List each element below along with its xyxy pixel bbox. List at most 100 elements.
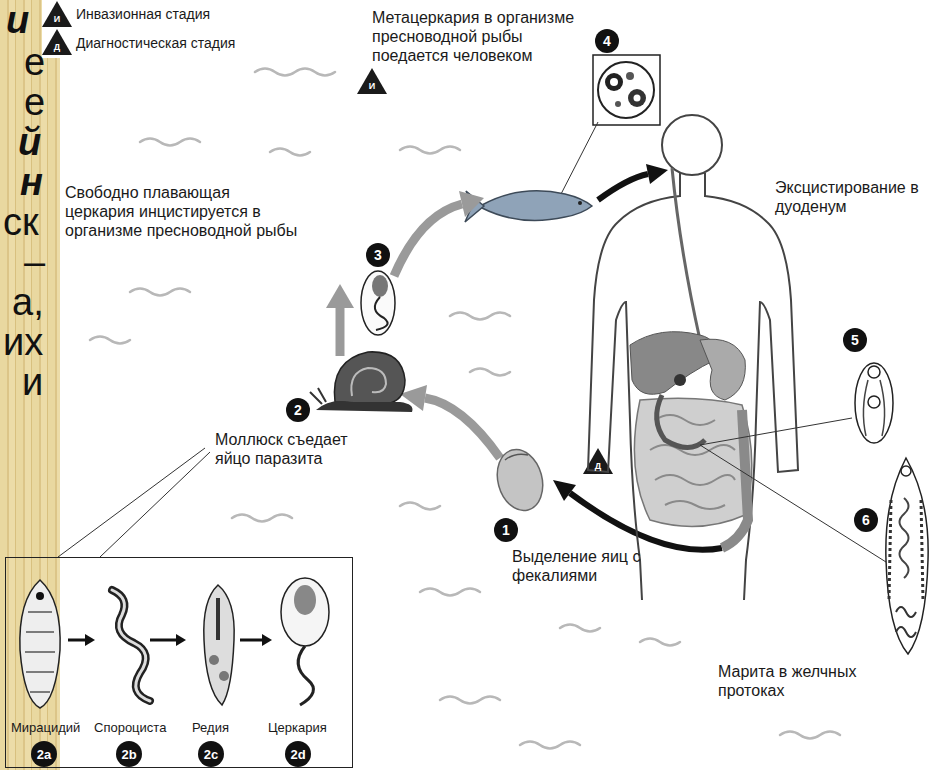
callout-number: 2b: [121, 748, 136, 761]
fluke-uterus: [900, 498, 909, 578]
label-holder: и: [6, 0, 29, 40]
stage-number-circle: 2a: [31, 741, 57, 767]
slide-text-fragment: й: [18, 121, 41, 163]
esophagus: [672, 168, 700, 340]
circle-fill: [366, 243, 390, 267]
stage-caption: Выделение яиц с фекалиями: [512, 548, 640, 584]
legend-text: Диагностическая стадия: [76, 35, 235, 51]
stage-name: Церкария: [268, 720, 327, 736]
cercaria-body: [372, 275, 388, 297]
fluke-vitellaria: [889, 500, 923, 600]
label-holder: Эксцистирование в дуоденум: [775, 178, 920, 216]
redia-gut: [216, 598, 220, 640]
snail-shell: [334, 352, 405, 404]
cyst-part: [610, 78, 618, 86]
legend-entry: Диагностическая стадия: [76, 34, 235, 52]
stage-number-circle: 2b: [116, 741, 142, 767]
wave: [470, 369, 510, 376]
label-holder: Д: [51, 41, 63, 53]
legend-entry: Инвазионная стадия: [76, 5, 210, 23]
legend-text: Инвазионная стадия: [76, 6, 210, 22]
circle-fill: [854, 508, 878, 532]
stage-number-circle: 6: [854, 508, 878, 532]
wave: [140, 139, 200, 146]
fluke-sucker: [868, 396, 880, 408]
snail-tentacles: [310, 388, 326, 404]
stage-name: Редия: [192, 720, 229, 736]
callout-number: 1: [502, 523, 510, 537]
callout-number: 2c: [204, 748, 218, 761]
cyst-part: [605, 73, 623, 91]
slide-text-fragment: и: [22, 361, 43, 403]
redia: [204, 585, 234, 705]
arrow-head: [176, 634, 186, 646]
label-holder: Д: [592, 460, 604, 472]
cyst-part: [634, 95, 641, 102]
slide-text-fragment: ск: [3, 201, 39, 243]
circle-fill: [31, 741, 57, 767]
stage-inset-box: МирацидийСпороцистаРедияЦеркария2a2b2c2d: [5, 557, 353, 768]
stage-number-circle: 5: [843, 328, 867, 352]
label-holder: Метацеркария в организме пресноводной ры…: [372, 8, 592, 66]
redia-germ: [219, 671, 229, 681]
circle-fill: [116, 741, 142, 767]
stage-mark-letter: Д: [592, 460, 604, 472]
arrow-head: [646, 164, 668, 184]
intestines: [634, 398, 751, 526]
wave: [440, 697, 500, 704]
circle-fill: [494, 518, 518, 542]
callout-number: 6: [862, 513, 870, 527]
label-holder: Моллюск съедает яйцо паразита: [215, 430, 355, 468]
cyst-part: [615, 101, 621, 107]
label-holder: е: [24, 82, 45, 122]
circle-fill: [198, 741, 224, 767]
cercaria-tail: [375, 297, 388, 330]
slide-text-fragment: е: [24, 81, 45, 123]
label-holder: е: [24, 42, 45, 82]
cyst-part: [626, 72, 634, 80]
wave: [130, 289, 190, 296]
egg-operculum: [505, 454, 528, 460]
stage-caption: Моллюск съедает яйцо паразита: [215, 431, 348, 467]
cyst-part: [628, 89, 646, 107]
slide-text-fragment: а,: [12, 281, 44, 323]
slide-text-fragment: их: [3, 321, 43, 363]
stage-mark-triangle: [357, 68, 387, 94]
wave: [640, 639, 680, 646]
metacercaria-inset: [593, 55, 660, 125]
miracidium-cilia: [25, 612, 55, 692]
inset-leader: [560, 122, 598, 196]
fluke-testes: [896, 607, 916, 637]
stage-caption: Марита в желчных протоках: [718, 663, 856, 699]
stage-number-circle: 2c: [198, 741, 224, 767]
miracidium-eyespot: [36, 592, 44, 600]
stage-mark-letter: И: [366, 80, 378, 92]
label-holder: н: [20, 162, 43, 202]
cycle-arrow: [598, 174, 648, 200]
metacercaria-cyst: [598, 62, 654, 118]
water-waves: [90, 69, 840, 749]
wave: [560, 625, 600, 632]
arrow-head: [262, 634, 272, 646]
stage-caption: Метацеркария в организме пресноводной ры…: [372, 9, 574, 64]
cercaria-frame: [361, 271, 395, 335]
arrow-head: [459, 191, 484, 217]
intestine-coils: [650, 415, 735, 509]
label-holder: –: [24, 242, 45, 282]
stage-number-circle: 2d: [285, 741, 311, 767]
egg: [491, 444, 550, 515]
circle-fill: [285, 741, 311, 767]
callout-number: 3: [374, 248, 382, 262]
callout-number: 4: [603, 34, 611, 48]
stage-number-circle: 4: [595, 29, 619, 53]
fluke-sucker: [901, 466, 911, 476]
stage-number-circle: 2: [286, 398, 310, 422]
colon: [722, 410, 748, 548]
cercaria-frame: [281, 578, 329, 646]
label-holder: Марита в желчных протоках: [718, 662, 868, 700]
snail-foot: [316, 401, 413, 412]
stage-number-circle: 3: [366, 243, 390, 267]
redia-germ: [209, 655, 219, 665]
